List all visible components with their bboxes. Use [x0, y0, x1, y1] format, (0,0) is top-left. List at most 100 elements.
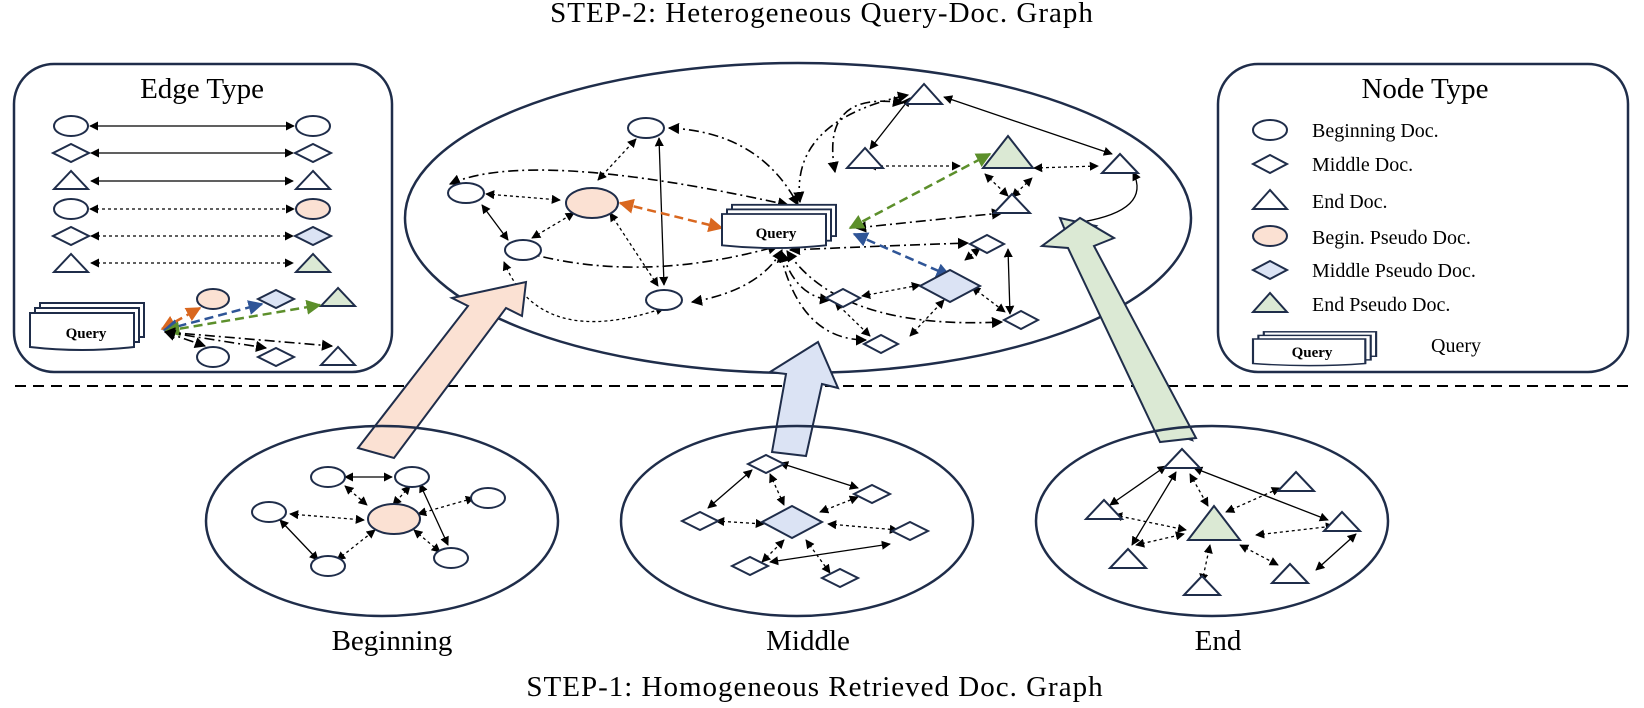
edge-solid — [654, 137, 669, 286]
middle-doc-node — [967, 233, 1007, 255]
middle-doc-node — [679, 510, 721, 532]
diamond-icon — [50, 225, 92, 247]
node-type-panel: Node Type Beginning Doc. Middle Doc. End… — [1216, 62, 1630, 374]
middle-doc-node — [851, 483, 893, 505]
circle-icon — [295, 115, 331, 137]
triangle-icon — [51, 252, 91, 273]
triangle-icon — [51, 169, 91, 190]
edge-dotted — [715, 516, 765, 529]
middle-doc-node — [861, 333, 901, 355]
beginning-doc-node — [310, 555, 346, 577]
edge-dotted — [531, 212, 575, 239]
edge-dotted — [819, 495, 859, 514]
edge-query-doc — [667, 122, 799, 206]
edge-query-doc — [793, 91, 910, 204]
edge-query-pseudo-begin — [618, 198, 724, 233]
legend-label-beginning-doc: Beginning Doc. — [1312, 120, 1439, 142]
edge-dotted — [861, 282, 921, 299]
middle-pseudo-doc-node — [759, 504, 825, 540]
end-doc-node — [1269, 562, 1311, 584]
edge-dotted — [336, 529, 376, 561]
diamond-icon — [1250, 153, 1290, 175]
triangle-icon — [293, 169, 333, 190]
legend-label-middle-doc: Middle Doc. — [1312, 154, 1413, 176]
beginning-doc-node — [394, 466, 430, 488]
edge-dotted — [909, 299, 945, 337]
edge-dotted — [392, 485, 411, 506]
edge-solid — [1131, 471, 1177, 546]
circle-icon — [53, 198, 89, 220]
edge-solid — [779, 461, 859, 490]
beginning-doc-node — [627, 117, 665, 139]
beginning-doc-node — [310, 466, 346, 488]
edge-dotted — [344, 485, 368, 506]
hetero-query-label: Query — [756, 226, 797, 242]
step2-title: STEP-2: Heterogeneous Query-Doc. Graph — [550, 0, 1094, 29]
edge-dotted — [769, 473, 785, 506]
edge-query-doc — [522, 243, 780, 268]
middle-doc-node — [729, 555, 771, 577]
edge-solid — [1081, 171, 1141, 223]
diamond-icon — [292, 142, 334, 164]
circle-icon — [196, 346, 230, 368]
end-doc-node — [844, 146, 886, 169]
edge-dotted — [609, 212, 659, 287]
end-doc-node — [1099, 152, 1141, 174]
edge-solid — [707, 469, 753, 509]
middle-doc-node — [823, 287, 863, 309]
end-doc-node — [1181, 574, 1223, 596]
edge-dotted — [1033, 161, 1099, 173]
end-pseudo-doc-node — [980, 134, 1036, 169]
edge-dotted — [1225, 487, 1281, 513]
edge-solid — [943, 95, 1113, 156]
edge-query-pseudo-middle — [852, 232, 952, 278]
edge-dotted — [1239, 544, 1279, 566]
edge-dotted — [1135, 531, 1185, 548]
pseudo-triangle-icon — [318, 286, 358, 307]
legend-label-end-doc: End Doc. — [1312, 191, 1388, 213]
triangle-icon — [318, 345, 358, 366]
edge-solid — [279, 519, 319, 561]
beginning-doc-node — [504, 239, 542, 261]
edge-dotted — [1113, 512, 1187, 533]
circle-icon — [53, 115, 89, 137]
edge-query-doc — [163, 328, 268, 352]
edge-query-pseudo-end — [848, 152, 992, 230]
end-doc-node — [1321, 510, 1363, 532]
hetero-graph: Query — [403, 61, 1193, 375]
middle-doc-node — [1001, 309, 1041, 331]
edge-query-doc — [827, 95, 905, 174]
edge-dotted — [761, 539, 785, 563]
edge-query-doc — [786, 250, 1004, 329]
begin-pseudo-doc-node — [565, 187, 619, 219]
pseudo-circle-icon — [196, 288, 230, 310]
legend-label-middle-pseudo: Middle Pseudo Doc. — [1312, 260, 1476, 282]
edge-dotted — [485, 190, 561, 204]
circle-icon — [1252, 119, 1288, 141]
edge-query-doc — [854, 208, 1004, 233]
edge-dotted — [417, 495, 475, 517]
edge-dotted — [1199, 544, 1213, 583]
edge-query-pseudo-end — [164, 299, 322, 337]
middle-pseudo-doc-node — [917, 268, 983, 304]
pseudo-circle-icon — [1252, 225, 1288, 247]
end-doc-node — [1275, 470, 1317, 492]
end-doc-node — [991, 192, 1033, 214]
edge-query-doc — [690, 249, 783, 306]
end-doc-node — [1107, 547, 1149, 569]
edge-dotted — [289, 510, 365, 524]
node-type-title: Node Type — [1361, 73, 1488, 105]
end-to-graph-arrow-body — [1039, 216, 1198, 444]
edge-dotted — [984, 173, 1009, 197]
edge-dotted — [1189, 473, 1209, 507]
edge-dotted — [1255, 522, 1335, 539]
diamond-icon — [255, 346, 297, 368]
edge-dotted — [1011, 177, 1033, 198]
edge-solid — [419, 483, 449, 546]
triangle-icon — [1250, 188, 1290, 210]
edge-query-doc — [779, 250, 832, 305]
middle-doc-node — [889, 520, 931, 542]
legend-label-end-pseudo: End Pseudo Doc. — [1312, 294, 1450, 316]
edge-solid — [1109, 465, 1167, 506]
